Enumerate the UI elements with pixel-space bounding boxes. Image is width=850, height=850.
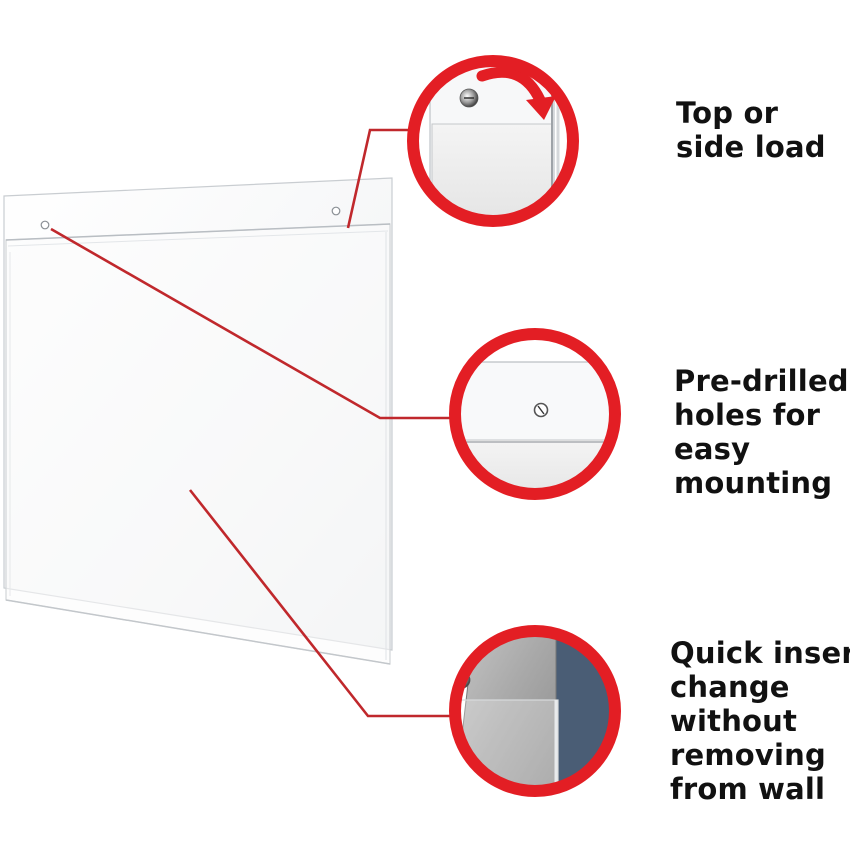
label-line: Top or <box>676 96 779 130</box>
mounting-hole-right <box>331 206 341 216</box>
leader-line-holes <box>50 227 454 420</box>
arrowhead-down <box>526 96 556 120</box>
label-line: easy <box>674 432 751 466</box>
mounting-hole-left <box>40 220 50 230</box>
front-panel <box>5 223 391 665</box>
leader-line-top <box>346 128 414 229</box>
feature-label-pre-drilled-holes: Pre-drilled holes for easy mounting <box>674 364 849 500</box>
screw-icon <box>533 402 549 418</box>
label-line: side load <box>676 130 826 164</box>
detail-circle-holes <box>449 328 621 500</box>
label-line: mounting <box>674 466 833 500</box>
label-line: Pre-drilled <box>674 364 849 398</box>
feature-label-top-side-load: Top or side load <box>676 96 826 164</box>
sign-holder <box>3 177 393 665</box>
feature-label-quick-insert: Quick insert change without removing fro… <box>670 636 850 806</box>
label-line: change <box>670 670 790 704</box>
label-line: from wall <box>670 772 826 806</box>
detail-circle-top-load <box>407 55 622 227</box>
leader-lines <box>50 128 456 718</box>
screw-icon <box>459 88 479 108</box>
label-line: without <box>670 704 798 738</box>
leader-line-insert <box>188 489 456 718</box>
curved-arrow-icon <box>476 66 546 106</box>
label-line: removing <box>670 738 826 772</box>
detail-circle-insert <box>449 625 621 797</box>
label-line: holes for <box>674 398 821 432</box>
curved-arrow-icon <box>585 120 622 176</box>
label-line: Quick insert <box>670 636 850 670</box>
